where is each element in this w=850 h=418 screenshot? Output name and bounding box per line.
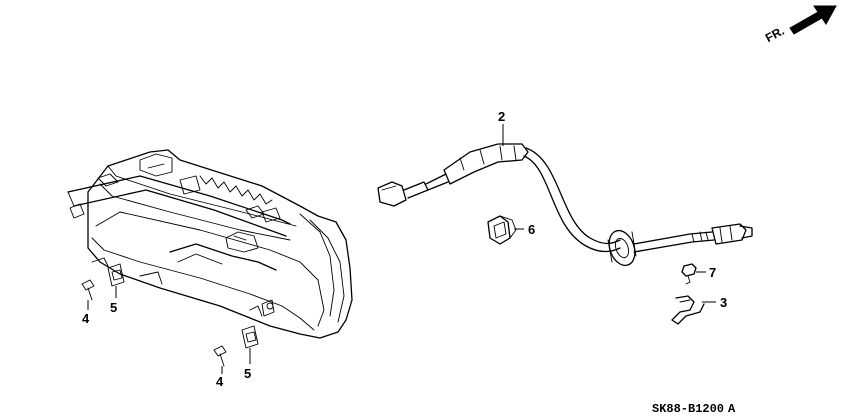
front-arrow-icon bbox=[789, 5, 837, 35]
clip-nut-part-5a bbox=[107, 263, 125, 298]
callout-4b: 4 bbox=[216, 374, 224, 389]
cable-clip-part-6 bbox=[487, 215, 524, 245]
speedometer-cable-part-2 bbox=[377, 124, 753, 267]
bolt-part-7 bbox=[681, 263, 706, 285]
wire-clip-part-3 bbox=[671, 295, 716, 325]
front-label: FR. bbox=[763, 24, 787, 45]
callout-4a: 4 bbox=[82, 311, 90, 326]
instrument-cluster-assembly bbox=[67, 149, 353, 339]
drawing-suffix: A bbox=[728, 402, 736, 416]
front-direction-indicator: FR. bbox=[763, 5, 837, 45]
callout-5a: 5 bbox=[110, 300, 117, 315]
callout-3: 3 bbox=[720, 295, 727, 310]
drawing-code: SK88-B1200 bbox=[652, 402, 724, 416]
callout-6: 6 bbox=[528, 222, 535, 237]
screw-part-4a bbox=[81, 279, 95, 310]
clip-nut-part-5b bbox=[241, 325, 259, 364]
screw-part-4b bbox=[213, 345, 227, 374]
callout-5b: 5 bbox=[244, 366, 251, 381]
callout-2: 2 bbox=[498, 109, 505, 124]
callout-7: 7 bbox=[709, 265, 716, 280]
